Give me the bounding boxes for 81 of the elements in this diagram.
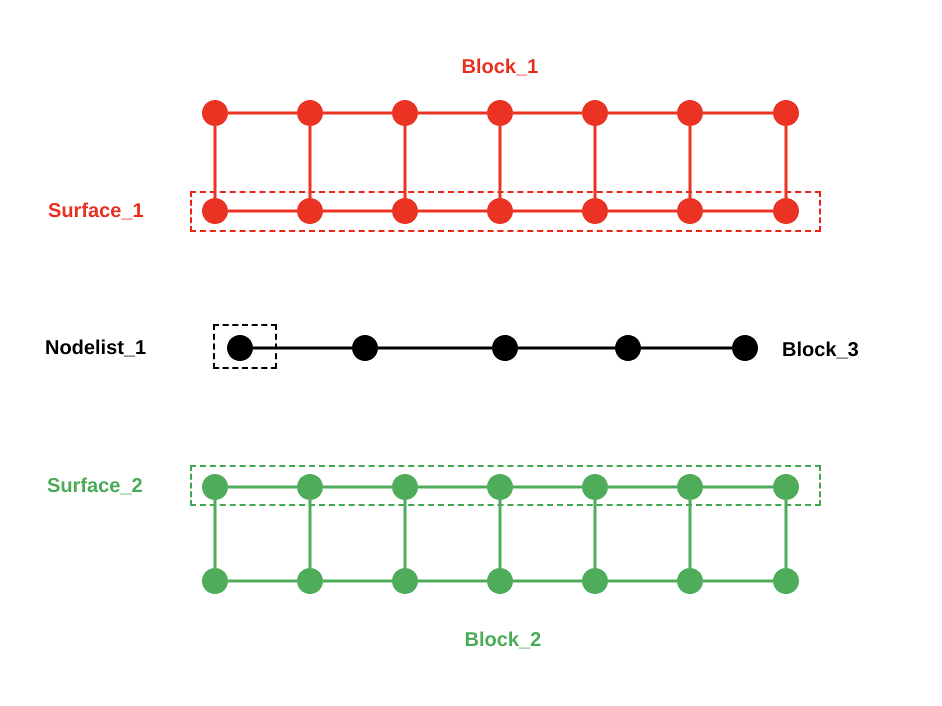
mesh-edge <box>608 486 677 488</box>
mesh-node-dot <box>582 568 608 594</box>
block-label: Block_2 <box>464 628 542 652</box>
mesh-node-dot <box>677 100 703 126</box>
mesh-edge <box>703 486 773 488</box>
mesh-edge <box>418 210 487 212</box>
mesh-edge <box>608 210 677 212</box>
mesh-edge <box>323 210 392 212</box>
mesh-edge <box>308 126 312 198</box>
mesh-node-dot <box>392 100 418 126</box>
mesh-edge <box>608 112 677 114</box>
mesh-edge <box>688 126 692 198</box>
mesh-edge <box>594 126 596 198</box>
mesh-node-dot <box>773 474 799 500</box>
mesh-node-dot <box>677 568 703 594</box>
mesh-edge <box>513 210 582 212</box>
mesh-node-dot <box>582 100 608 126</box>
mesh-edge <box>323 580 392 582</box>
mesh-edge <box>513 580 582 582</box>
mesh-edge <box>308 500 312 568</box>
mesh-edge <box>498 126 502 198</box>
mesh-edge <box>323 486 392 488</box>
mesh-node-dot <box>773 568 799 594</box>
mesh-edge <box>214 500 216 568</box>
mesh-edge <box>518 346 615 350</box>
mesh-node-dot <box>297 100 323 126</box>
mesh-node-dot <box>297 198 323 224</box>
mesh-edge <box>513 486 582 488</box>
mesh-node-dot <box>392 568 418 594</box>
mesh-edge <box>404 126 406 198</box>
mesh-edge <box>703 580 773 582</box>
mesh-edge <box>228 210 297 212</box>
mesh-node-dot <box>202 198 228 224</box>
mesh-edge <box>641 346 732 350</box>
group-label: Surface_1 <box>48 199 144 223</box>
mesh-edge <box>703 210 773 212</box>
mesh-node-dot <box>582 198 608 224</box>
mesh-node-dot <box>773 100 799 126</box>
mesh-node-dot <box>202 474 228 500</box>
mesh-edge <box>214 126 216 198</box>
mesh-node-dot <box>492 335 518 361</box>
mesh-edge <box>594 500 596 568</box>
mesh-edge <box>418 580 487 582</box>
mesh-node-dot <box>202 100 228 126</box>
mesh-node-dot <box>392 474 418 500</box>
mesh-node-dot <box>392 198 418 224</box>
mesh-edge <box>688 500 692 568</box>
mesh-edge <box>323 112 392 114</box>
mesh-node-dot <box>227 335 253 361</box>
mesh-edge <box>228 112 297 114</box>
mesh-node-dot <box>677 474 703 500</box>
mesh-edge <box>228 580 297 582</box>
mesh-edge <box>418 112 487 114</box>
mesh-edge <box>228 486 297 488</box>
group-label: Surface_2 <box>47 474 143 498</box>
mesh-edge <box>253 346 352 350</box>
mesh-edge <box>418 486 487 488</box>
mesh-node-dot <box>297 474 323 500</box>
mesh-edge <box>378 346 492 350</box>
mesh-node-dot <box>487 100 513 126</box>
mesh-node-dot <box>487 568 513 594</box>
mesh-node-dot <box>773 198 799 224</box>
mesh-edge <box>513 112 582 114</box>
mesh-node-dot <box>582 474 608 500</box>
mesh-node-dot <box>297 568 323 594</box>
mesh-edge <box>703 112 773 114</box>
mesh-edge <box>784 500 788 568</box>
block-label: Block_3 <box>782 338 859 362</box>
mesh-edge <box>784 126 788 198</box>
mesh-edge <box>608 580 677 582</box>
mesh-node-dot <box>615 335 641 361</box>
mesh-node-dot <box>352 335 378 361</box>
mesh-edge <box>404 500 406 568</box>
mesh-node-dot <box>732 335 758 361</box>
mesh-edge <box>498 500 502 568</box>
mesh-node-dot <box>487 474 513 500</box>
group-label: Nodelist_1 <box>45 336 146 360</box>
block-label: Block_1 <box>462 55 538 79</box>
mesh-node-dot <box>202 568 228 594</box>
mesh-node-dot <box>677 198 703 224</box>
mesh-node-dot <box>487 198 513 224</box>
